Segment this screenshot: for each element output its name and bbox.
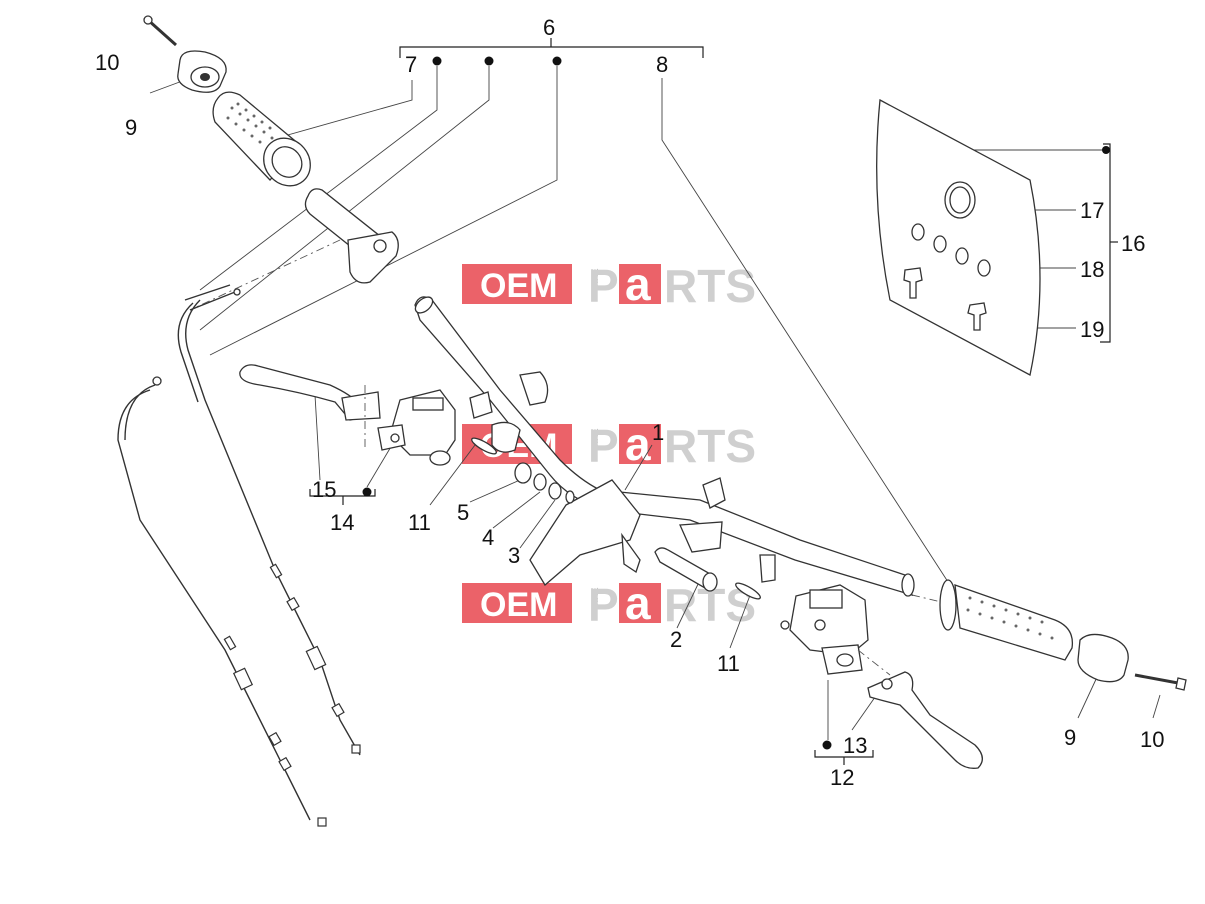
label-8: 8 bbox=[656, 52, 668, 77]
label-11-right: 11 bbox=[717, 651, 740, 676]
label-15: 15 bbox=[312, 477, 336, 502]
svg-text:BIKE: BIKE bbox=[590, 428, 600, 450]
throttle-tube bbox=[304, 188, 399, 284]
label-13: 13 bbox=[843, 733, 867, 758]
label-16: 16 bbox=[1121, 231, 1145, 256]
circlip-right bbox=[735, 582, 761, 600]
right-bar-end-screw bbox=[1134, 673, 1187, 691]
parts-kit-bag bbox=[876, 98, 1041, 376]
left-grip bbox=[212, 91, 311, 187]
label-9-right: 9 bbox=[1064, 725, 1076, 750]
label-10-left: 10 bbox=[95, 50, 119, 75]
right-grip bbox=[939, 579, 1074, 661]
label-17: 17 bbox=[1080, 198, 1104, 223]
svg-text:OEM: OEM bbox=[480, 267, 557, 305]
label-9-left: 9 bbox=[125, 115, 137, 140]
right-bar-end-weight bbox=[1077, 633, 1129, 683]
right-brake-lever bbox=[867, 671, 983, 769]
group-6-bracket bbox=[399, 38, 704, 66]
group-14-bracket bbox=[309, 487, 376, 505]
left-master-cylinder bbox=[364, 385, 456, 466]
bolt-part-2 bbox=[654, 547, 718, 592]
label-12: 12 bbox=[830, 765, 854, 790]
svg-text:a: a bbox=[625, 577, 651, 629]
handlebar-tube bbox=[414, 296, 915, 597]
left-brake-lever bbox=[239, 364, 381, 421]
watermark-top: OEM BIKE P a RTS bbox=[462, 258, 756, 312]
label-19: 19 bbox=[1080, 317, 1104, 342]
spacers-3-4-5 bbox=[514, 462, 575, 504]
left-axis-dashed bbox=[189, 239, 341, 311]
left-bar-end-screw bbox=[143, 15, 177, 47]
label-1: 1 bbox=[652, 420, 664, 445]
circlip-left bbox=[471, 421, 521, 455]
label-6: 6 bbox=[543, 15, 555, 40]
label-14: 14 bbox=[330, 510, 354, 535]
watermark-middle: OEM BIKE P a RTS bbox=[462, 418, 756, 472]
throttle-cables bbox=[117, 284, 361, 827]
label-4: 4 bbox=[482, 525, 494, 550]
label-3: 3 bbox=[508, 543, 520, 568]
svg-text:a: a bbox=[625, 418, 651, 470]
svg-text:P: P bbox=[588, 260, 619, 312]
label-11-left: 11 bbox=[408, 510, 431, 535]
label-18: 18 bbox=[1080, 257, 1104, 282]
svg-text:BIKE: BIKE bbox=[590, 587, 600, 609]
right-master-cylinder bbox=[780, 584, 891, 676]
label-10-right: 10 bbox=[1140, 727, 1164, 752]
svg-text:RTS: RTS bbox=[664, 420, 756, 472]
kit-bracket-16 bbox=[1100, 143, 1118, 343]
label-2: 2 bbox=[670, 627, 682, 652]
svg-text:OEM: OEM bbox=[480, 586, 557, 624]
svg-text:a: a bbox=[625, 258, 651, 310]
label-7: 7 bbox=[405, 52, 417, 77]
svg-text:BIKE: BIKE bbox=[590, 268, 600, 290]
callout-labels: 1 2 3 4 5 6 7 8 9 9 10 10 11 11 12 13 14… bbox=[95, 15, 1164, 790]
svg-text:RTS: RTS bbox=[664, 260, 756, 312]
svg-text:P: P bbox=[588, 420, 619, 472]
left-bar-end-weight bbox=[177, 50, 227, 93]
leader-lines bbox=[149, 66, 1161, 740]
group-12-bracket bbox=[814, 740, 874, 765]
svg-text:P: P bbox=[588, 579, 619, 631]
label-5: 5 bbox=[457, 500, 469, 525]
